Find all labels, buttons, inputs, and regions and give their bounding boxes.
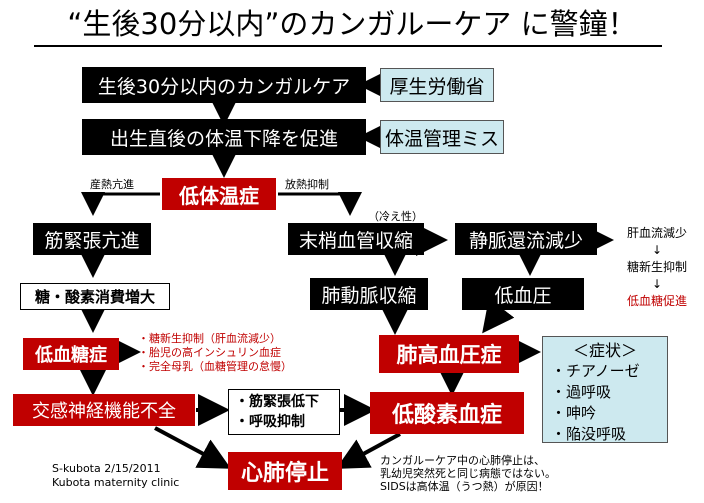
credit: S-kubota 2/15/2011 Kubota maternity clin… — [52, 462, 179, 490]
node-temperature-drop: 出生直後の体温下降を促進 — [82, 119, 366, 155]
liver-chain: 肝血流減少 ↓ 糖新生抑制 ↓ 低血糖促進 — [610, 225, 704, 310]
node-hypoxemia: 低酸素血症 — [370, 392, 524, 434]
hypoglycemia-causes: ・糖新生抑制（肝血流減少） ・胎児の高インシュリン血症 ・完全母乳（血糖管理の怠… — [138, 332, 292, 374]
symptoms-title: ＜症状＞ — [572, 341, 637, 360]
node-muscle-tone: 筋緊張亢進 — [33, 223, 151, 255]
node-cardiopulmonary-arrest: 心肺停止 — [228, 452, 342, 490]
node-pulmonary-artery-constriction: 肺動脈収縮 — [310, 278, 428, 310]
cause-item: ・糖新生抑制（肝血流減少） — [138, 332, 281, 345]
note-line: カンガルーケア中の心肺停止は、 — [380, 454, 545, 467]
node-vasoconstriction: 末梢血管収縮 — [288, 223, 424, 255]
label-heat-production: 産熱亢進 — [90, 178, 134, 191]
middle-item: ・呼吸抑制 — [235, 414, 305, 430]
liver-chain-arrow: ↓ — [651, 277, 663, 291]
symptom-middle-box: ・筋緊張低下 ・呼吸抑制 — [228, 389, 340, 435]
node-hypoglycemia: 低血糖症 — [23, 338, 119, 370]
label-cold: （冷え性） — [368, 210, 423, 223]
symptoms-box: ＜症状＞ ・チアノーゼ ・過呼吸 ・呻吟 ・陥没呼吸 — [542, 336, 668, 443]
note-line: 乳幼児突然死と同じ病態ではない。 — [380, 467, 556, 480]
liver-chain-item: 糖新生抑制 — [626, 260, 687, 274]
symptom-item: ・呻吟 — [551, 404, 597, 422]
node-temperature-management-error: 体温管理ミス — [380, 120, 504, 154]
node-sugar-oxygen-consumption: 糖・酸素消費増大 — [20, 283, 170, 310]
symptom-item: ・陥没呼吸 — [551, 425, 627, 443]
node-kangaroo-care: 生後30分以内のカンガルケア — [82, 67, 366, 103]
liver-chain-item: 肝血流減少 — [626, 226, 687, 240]
symptom-item: ・過呼吸 — [551, 383, 612, 401]
liver-chain-arrow: ↓ — [651, 243, 663, 257]
credit-line: S-kubota 2/15/2011 — [52, 462, 161, 475]
title-underline — [34, 45, 662, 47]
credit-line: Kubota maternity clinic — [52, 476, 180, 489]
middle-item: ・筋緊張低下 — [235, 394, 319, 410]
node-hypothermia: 低体温症 — [162, 178, 276, 210]
liver-chain-item: 低血糖促進 — [626, 294, 687, 308]
symptom-item: ・チアノーゼ — [551, 362, 640, 380]
node-sympathetic-dysfunction: 交感神経機能不全 — [13, 394, 195, 426]
node-mhlw: 厚生労働省 — [380, 68, 494, 102]
page-title: “生後30分以内”のカンガルーケア に警鐘！ — [67, 7, 637, 41]
sids-note: カンガルーケア中の心肺停止は、 乳幼児突然死と同じ病態ではない。 SIDSは高体… — [380, 454, 556, 493]
label-heat-suppression: 放熱抑制 — [285, 178, 329, 191]
node-venous-return: 静脈還流減少 — [455, 223, 597, 255]
note-line: SIDSは高体温（うつ熱）が原因！ — [380, 480, 549, 493]
node-pulmonary-hypertension: 肺高血圧症 — [379, 335, 519, 373]
cause-item: ・完全母乳（血糖管理の怠慢） — [138, 360, 292, 373]
node-hypotension: 低血圧 — [462, 278, 584, 310]
cause-item: ・胎児の高インシュリン血症 — [138, 346, 281, 359]
